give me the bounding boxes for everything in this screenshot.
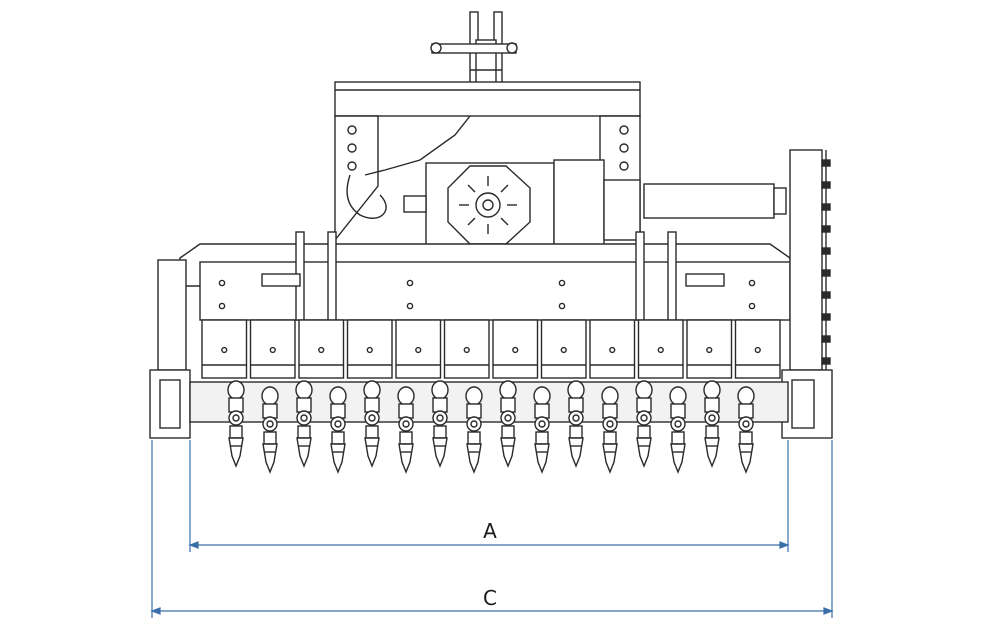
hood-plate <box>589 319 636 379</box>
tooth-row <box>533 386 551 474</box>
chain-link <box>821 159 831 167</box>
chain-link <box>821 203 831 211</box>
tooth-row <box>669 386 687 474</box>
rotor-shaft <box>189 381 789 423</box>
hood-plate <box>346 319 393 379</box>
chain-link <box>821 357 831 365</box>
chain-link <box>821 313 831 321</box>
rotary-tiller-front-view <box>149 11 833 474</box>
hood-plates <box>201 319 781 379</box>
tooth-rows <box>227 380 755 474</box>
hood-plate <box>540 319 587 379</box>
tooth-row <box>499 380 517 468</box>
chain-link <box>821 181 831 189</box>
hood-plate <box>686 319 733 379</box>
hood-plate <box>201 319 248 379</box>
hood-plate <box>637 319 684 379</box>
tooth-row <box>703 380 721 468</box>
tooth-row <box>431 380 449 468</box>
hood-plate <box>443 319 490 379</box>
side-plates <box>149 149 833 439</box>
tooth-row <box>635 380 653 468</box>
tooth-row <box>465 386 483 474</box>
chain-link <box>821 291 831 299</box>
tooth-row <box>363 380 381 468</box>
central-frame <box>334 81 641 243</box>
tooth-row <box>295 380 313 468</box>
tooth-row <box>261 386 279 474</box>
tooth-row <box>567 380 585 468</box>
chain-link <box>821 225 831 233</box>
hood-plate <box>395 319 442 379</box>
tooth-row <box>227 380 245 468</box>
hood-plate <box>492 319 539 379</box>
hood-plate <box>298 319 345 379</box>
tooth-row <box>601 386 619 474</box>
dimension-c-label: C <box>483 586 497 610</box>
tooth-row <box>737 386 755 474</box>
hood-plate <box>734 319 781 379</box>
chain-link <box>821 269 831 277</box>
chain-link <box>821 335 831 343</box>
side-drive-chain <box>821 159 831 365</box>
tooth-row <box>397 386 415 474</box>
top-hitch-mast <box>430 11 518 93</box>
chain-link <box>821 247 831 255</box>
dimension-a-label: A <box>483 519 497 543</box>
hood-plate <box>249 319 296 379</box>
tooth-row <box>329 386 347 474</box>
dimension-lines <box>150 440 834 618</box>
main-beam <box>179 231 791 321</box>
